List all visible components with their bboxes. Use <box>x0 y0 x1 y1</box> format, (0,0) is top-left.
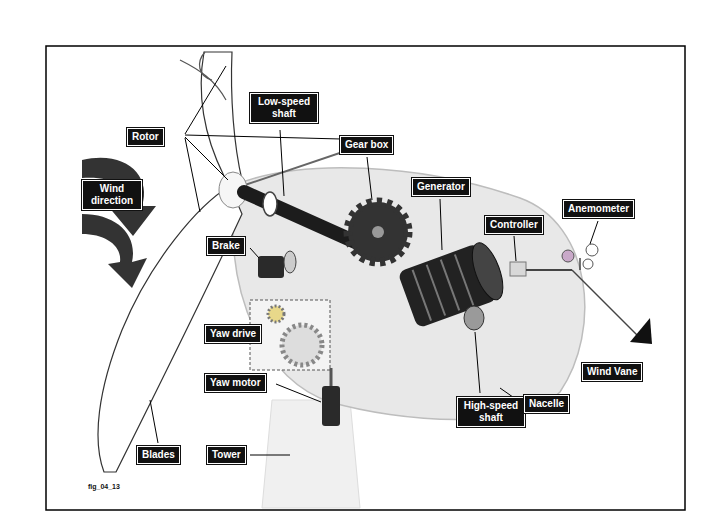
leader-line <box>150 400 158 443</box>
callout-text: Wind Vane <box>587 366 637 378</box>
leader-line <box>475 332 480 393</box>
leader-line <box>276 384 321 402</box>
generator-rib <box>427 265 445 316</box>
callout-text: Rotor <box>132 131 159 143</box>
callout-text: Generator <box>417 181 465 193</box>
wind-arrow <box>82 214 147 288</box>
callout-box: Anemometer <box>563 200 634 218</box>
callout-box: Gear box <box>340 136 393 154</box>
yaw-pinion <box>268 306 284 322</box>
leader-line <box>440 199 442 250</box>
upper-blade <box>201 52 242 180</box>
nacelle-housing <box>233 168 585 420</box>
brake-caliper <box>258 256 284 278</box>
callout-box: Low-speed shaft <box>250 93 318 123</box>
callout-box: Blades <box>137 446 180 464</box>
callout-box: Yaw drive <box>205 325 261 343</box>
anemometer-cup <box>586 244 598 256</box>
high-speed-shaft <box>464 306 484 330</box>
brake-disc <box>284 251 296 273</box>
anemometer-cup <box>583 259 593 269</box>
figure-id: fig_04_13 <box>88 483 120 490</box>
callout-text: Gear box <box>345 139 388 151</box>
callout-box: Rotor <box>127 128 164 146</box>
wind-vane-fin <box>630 318 652 344</box>
leader-line <box>514 236 516 261</box>
gear-axle <box>372 226 384 238</box>
blade-curl <box>200 52 212 80</box>
callout-box: Brake <box>207 237 245 255</box>
callout-box: Nacelle <box>524 395 569 413</box>
low-speed-shaft <box>244 192 360 244</box>
callout-text: Anemometer <box>568 203 629 215</box>
leader-line <box>367 157 372 200</box>
callout-text: Brake <box>212 240 240 252</box>
leader-line <box>185 66 226 134</box>
generator-body <box>397 239 509 329</box>
callout-box: Generator <box>412 178 470 196</box>
leader-line <box>250 248 259 258</box>
callout-text: Nacelle <box>529 398 564 410</box>
vane-rod <box>572 270 640 338</box>
yaw-drive-housing <box>250 300 330 370</box>
callout-box: High-speed shaft <box>457 397 525 427</box>
leader-line <box>250 455 290 456</box>
controller-box <box>510 262 526 276</box>
generator-rib <box>441 260 459 311</box>
callout-box: Wind Vane <box>582 363 642 381</box>
callout-box: Controller <box>485 216 543 234</box>
shaft-collar <box>263 192 277 216</box>
anemometer-stem <box>579 258 581 270</box>
yaw-gear <box>282 325 322 365</box>
yaw-motor-shaft <box>330 368 333 386</box>
callout-text: Controller <box>490 219 538 231</box>
sensor-rod <box>526 269 572 271</box>
yaw-motor-body <box>322 386 340 426</box>
callout-text: Low-speed shaft <box>255 96 313 120</box>
leader-line <box>280 130 284 196</box>
callout-text: High-speed shaft <box>462 400 520 424</box>
leader-lines <box>150 66 598 455</box>
callout-box: Tower <box>207 446 246 464</box>
callout-text: Blades <box>142 449 175 461</box>
anemometer-cup <box>562 250 574 262</box>
generator-rib <box>413 270 431 321</box>
figure-frame <box>46 46 685 510</box>
tower-shape <box>262 400 360 508</box>
callout-box: Wind direction <box>82 180 142 210</box>
leader-line <box>185 137 228 180</box>
blade-edge <box>180 60 226 100</box>
callout-box: Yaw motor <box>205 374 266 392</box>
generator-rib <box>455 254 473 305</box>
leader-line <box>185 138 200 212</box>
callout-text: Yaw motor <box>210 377 261 389</box>
generator-end <box>466 239 509 304</box>
callout-text: Wind direction <box>87 183 137 207</box>
callout-text: Tower <box>212 449 241 461</box>
gear-wheel <box>348 202 408 262</box>
leader-line <box>590 221 598 244</box>
callout-text: Yaw drive <box>210 328 256 340</box>
